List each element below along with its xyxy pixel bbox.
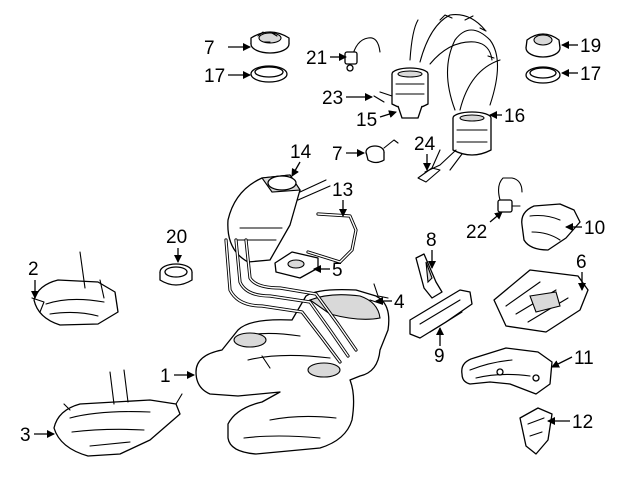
callout-6: 6	[576, 252, 587, 291]
callout-label: 3	[20, 425, 31, 446]
callout-label: 16	[504, 106, 525, 127]
callout-2: 2	[28, 259, 39, 299]
part-17-seal-ring-right	[525, 66, 561, 84]
callout-9: 9	[434, 327, 445, 367]
callout-1: 1	[160, 366, 195, 387]
callout-22: 22	[466, 211, 503, 243]
part-8-bracket	[415, 253, 443, 299]
part-6-heat-shield-plate	[493, 269, 589, 333]
callout-label: 8	[426, 230, 437, 251]
callout-18: 7	[204, 38, 251, 59]
part-17-seal-ring-left	[250, 65, 288, 83]
callout-label: 22	[466, 222, 487, 243]
part-19-lock-ring-cap	[525, 33, 561, 58]
part-2-heat-shield	[31, 251, 119, 326]
callout-label: 24	[414, 134, 436, 155]
callout-8: 8	[426, 230, 437, 269]
part-20-filler-ring	[159, 263, 193, 286]
part-1-fuel-tank	[195, 288, 390, 455]
callout-label: 6	[576, 252, 587, 273]
part-7-sensor	[365, 139, 399, 164]
callout-label: 15	[356, 110, 377, 131]
part-16-fuel-pump-right	[424, 15, 501, 173]
callout-label: 10	[584, 218, 605, 239]
part-5-mounting-pad	[274, 251, 319, 279]
callout-17-left: 17	[204, 66, 251, 87]
part-24-harness-bracket	[417, 149, 441, 183]
part-15-fuel-pump-left	[373, 14, 495, 119]
callout-12: 12	[547, 412, 593, 433]
part-3-lower-heat-shield	[53, 369, 183, 457]
callout-label: 5	[332, 260, 343, 281]
callout-20: 20	[166, 227, 187, 263]
callout-label: 12	[572, 412, 593, 433]
callout-label: 21	[306, 48, 327, 69]
part-11-exhaust-heat-shield	[461, 347, 553, 395]
callout-19: 19	[561, 36, 601, 57]
callout-10: 10	[565, 218, 605, 239]
callout-5: 5	[313, 260, 343, 281]
part-10-heat-shield	[521, 203, 581, 251]
callout-11: 11	[551, 348, 594, 369]
callout-label: 9	[434, 346, 445, 367]
callout-label: 4	[394, 292, 405, 313]
callout-label: 23	[322, 88, 343, 109]
part-18-lock-ring-cap	[250, 31, 290, 54]
fuel-lines	[224, 179, 358, 364]
callout-15: 15	[356, 110, 397, 131]
callout-23: 23	[322, 88, 373, 109]
callout-label: 7	[204, 38, 215, 59]
callout-label: 19	[580, 36, 601, 57]
callout-label: 14	[290, 142, 312, 163]
callout-label: 17	[204, 66, 225, 87]
callout-13: 13	[332, 180, 353, 217]
callout-label: 13	[332, 180, 353, 201]
part-14-filler-neck	[227, 174, 301, 263]
part-9-reinforcement-plate	[409, 289, 473, 339]
part-12-small-shield	[519, 407, 553, 455]
part-22-sensor-wire	[497, 177, 523, 213]
callout-3: 3	[20, 425, 55, 446]
callout-21: 21	[306, 48, 347, 69]
callout-16: 16	[489, 106, 525, 127]
callout-label: 7	[332, 144, 343, 165]
part-13-vent-tube	[306, 212, 358, 264]
part-21-sender-wire	[344, 37, 381, 72]
callout-14: 14	[290, 142, 312, 177]
callout-label: 1	[160, 366, 171, 387]
callout-label: 2	[28, 259, 39, 280]
callout-24: 24	[414, 134, 436, 171]
callout-7: 7	[332, 144, 365, 165]
callout-label: 20	[166, 227, 187, 248]
callout-17-right: 17	[561, 64, 601, 85]
callout-4: 4	[375, 292, 405, 313]
callout-label: 11	[574, 348, 594, 369]
callout-label: 17	[580, 64, 601, 85]
